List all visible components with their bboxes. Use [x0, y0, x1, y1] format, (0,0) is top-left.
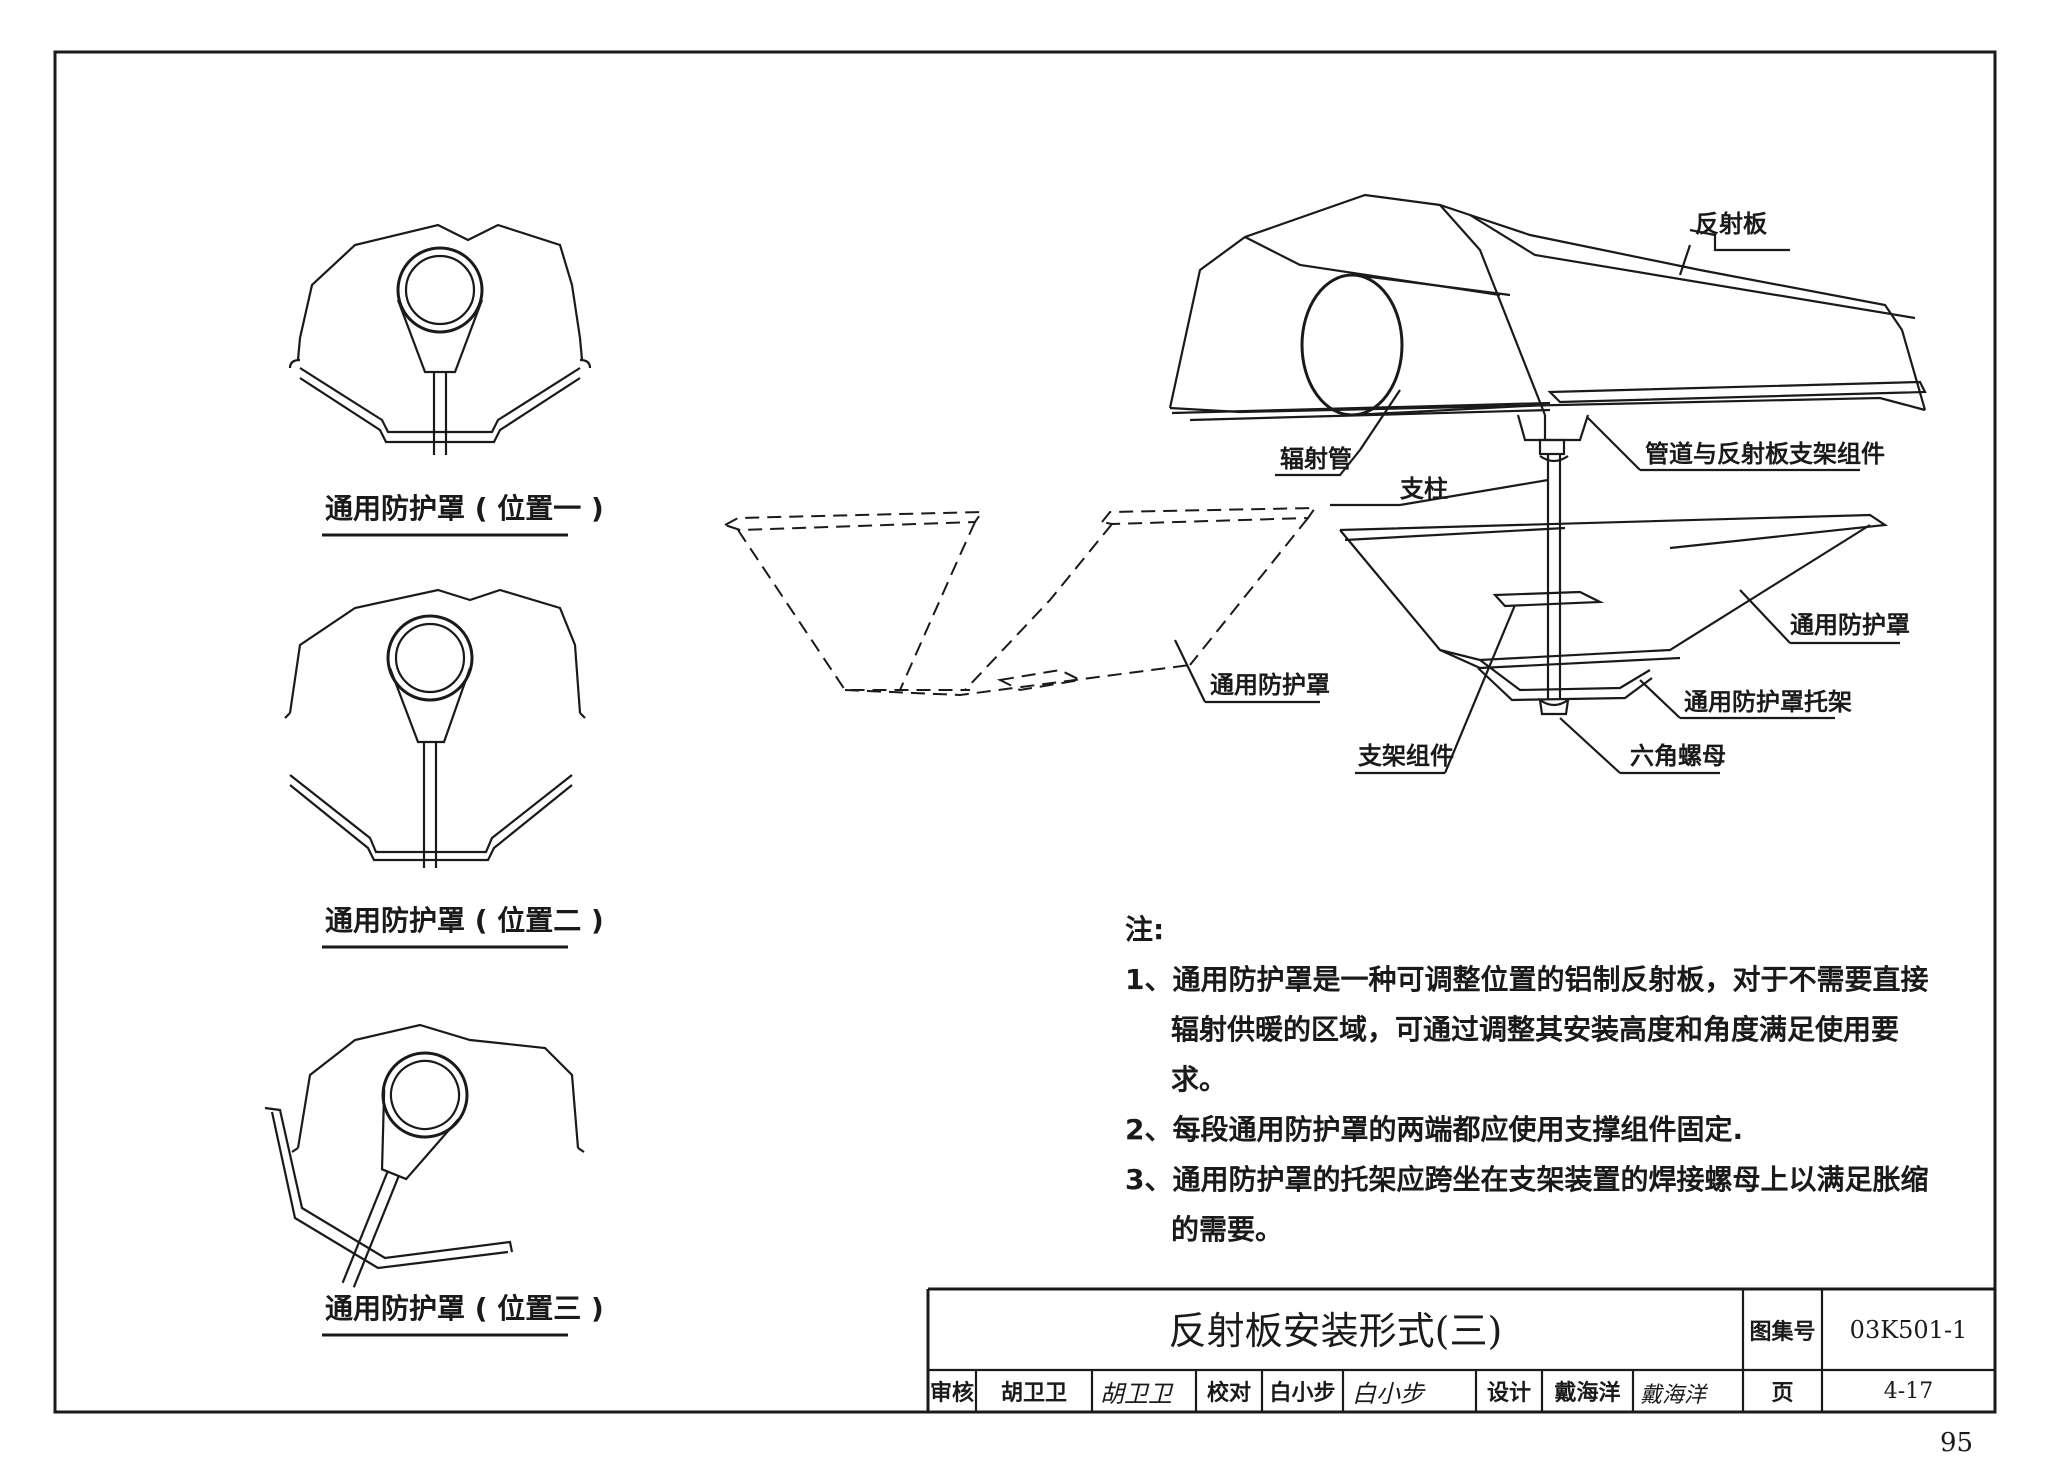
title-block: 反射板安装形式(三) 图集号 03K501-1 审核 胡卫卫 校对 白小步 设计… — [928, 1289, 2000, 1409]
label-bracket-assembly: 支架组件 — [1358, 742, 1454, 770]
reviewer-signature: 胡卫卫 — [1100, 1380, 1174, 1408]
notes-section: 注: 1、通用防护罩是一种可调整位置的铝制反射板，对于不需要直接辐射供暖的区域，… — [1125, 905, 1945, 1255]
note-item-2: 2、每段通用防护罩的两端都应使用支撑组件固定. — [1125, 1113, 1744, 1146]
checker-signature: 白小步 — [1352, 1380, 1426, 1408]
checker-name: 白小步 — [1269, 1381, 1336, 1406]
shield-position-three-figure — [264, 1023, 585, 1288]
page-number: 95 — [1940, 1428, 1974, 1458]
label-reflector: 反射板 — [1695, 210, 1768, 238]
reflector-assembly-figure: 反射板 辐射管 管道与反射板支架组件 支柱 通用防护罩 通用防护罩托架 六角螺母… — [722, 193, 1927, 775]
notes-heading: 注: — [1125, 913, 1165, 946]
page-ref: 4-17 — [1883, 1378, 1934, 1404]
page-label: 页 — [1771, 1381, 1794, 1406]
label-post: 支柱 — [1400, 475, 1448, 503]
note-item-3: 3、通用防护罩的托架应跨坐在支架装置的焊接螺母上以满足胀缩的需要。 — [1125, 1163, 1929, 1246]
drawing-border — [53, 50, 1997, 1414]
atlas-label: 图集号 — [1749, 1319, 1816, 1345]
reviewer-name: 胡卫卫 — [1000, 1381, 1067, 1406]
label-pipe-bracket-assembly: 管道与反射板支架组件 — [1645, 440, 1885, 468]
designer-name: 戴海洋 — [1554, 1381, 1621, 1406]
label-hex-nut: 六角螺母 — [1630, 742, 1726, 770]
caption-position-two: 通用防护罩 ( 位置二 ) — [325, 904, 604, 937]
title-block-frame — [926, 1287, 1995, 1412]
shield-position-one-figure — [288, 223, 592, 455]
drawing-title: 反射板安装形式(三) — [1168, 1308, 1503, 1353]
designer-signature: 戴海洋 — [1640, 1383, 1709, 1408]
label-shield-right: 通用防护罩 — [1790, 611, 1910, 639]
design-label: 设计 — [1486, 1381, 1531, 1406]
label-radiant-tube: 辐射管 — [1280, 445, 1352, 473]
check-label: 校对 — [1206, 1381, 1251, 1406]
note-item-1: 1、通用防护罩是一种可调整位置的铝制反射板，对于不需要直接辐射供暖的区域，可通过… — [1125, 963, 1929, 1096]
caption-position-one: 通用防护罩 ( 位置一 ) — [325, 492, 604, 525]
label-shield-bracket: 通用防护罩托架 — [1684, 688, 1852, 716]
review-label: 审核 — [929, 1381, 974, 1406]
shield-position-two-figure — [284, 588, 586, 868]
atlas-number: 03K501-1 — [1849, 1315, 1968, 1344]
label-shield-left: 通用防护罩 — [1210, 671, 1330, 699]
caption-position-three: 通用防护罩 ( 位置三 ) — [325, 1292, 604, 1325]
